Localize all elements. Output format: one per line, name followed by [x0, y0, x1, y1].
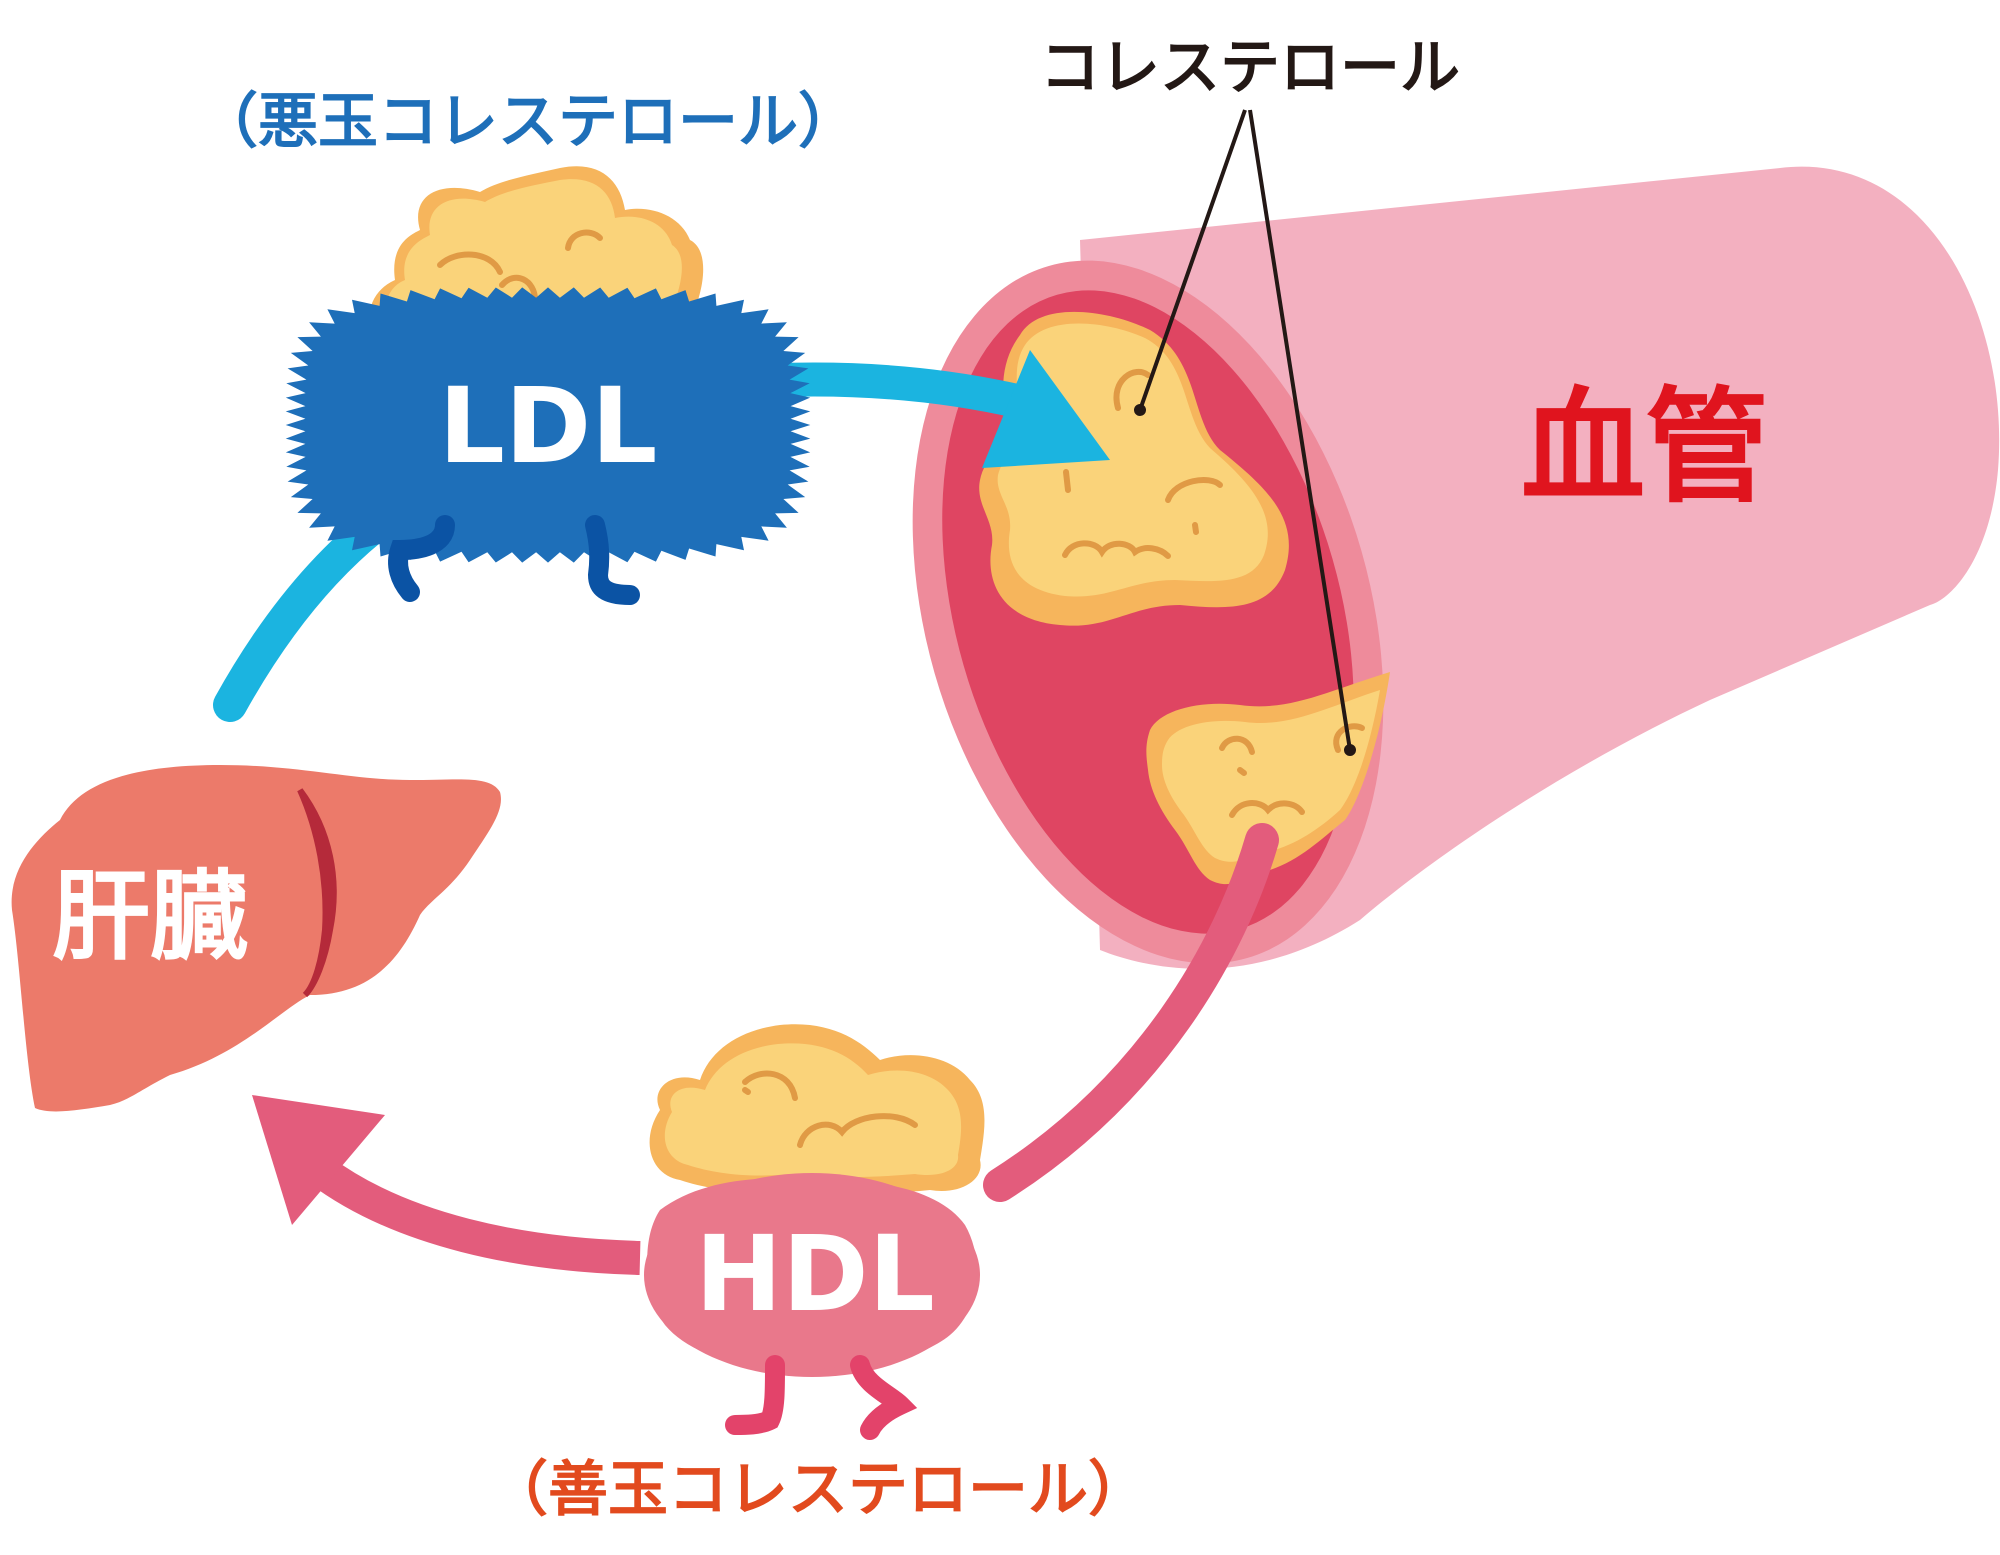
- hdl-label: HDL: [695, 1213, 935, 1335]
- ldl-label: LDL: [439, 365, 658, 487]
- blood-vessel-label: 血管: [1521, 376, 1769, 520]
- hdl-right-leg: [850, 1355, 918, 1440]
- ldl-right-leg: [585, 515, 640, 605]
- liver-body: [11, 765, 501, 1112]
- cholesterol-label: コレステロール: [1040, 33, 1460, 103]
- liver-shape: [11, 765, 501, 1112]
- ldl-body: [285, 287, 811, 563]
- cholesterol-leader-lines: [1134, 109, 1356, 756]
- liver-notch: [297, 788, 337, 998]
- hdl-caption: （善玉コレステロール）: [488, 1455, 1148, 1525]
- ldl-character: [285, 166, 811, 605]
- cholesterol-plaque-bottom-highlight: [1162, 690, 1380, 862]
- blood-vessel: [912, 166, 2000, 969]
- liver-label: 肝臓: [52, 860, 248, 974]
- hdl-body-blob: [647, 1178, 977, 1369]
- cholesterol-plaque-top-highlight: [997, 323, 1268, 597]
- hdl-to-liver-arrow: [252, 1095, 641, 1275]
- vessel-to-hdl-arc: [983, 823, 1279, 1202]
- ldl-left-leg: [388, 515, 455, 602]
- hdl-character: [644, 1024, 985, 1440]
- ldl-caption: （悪玉コレステロール）: [198, 87, 858, 157]
- hdl-cholesterol-blob-highlight: [664, 1043, 962, 1177]
- hdl-left-leg: [725, 1355, 785, 1435]
